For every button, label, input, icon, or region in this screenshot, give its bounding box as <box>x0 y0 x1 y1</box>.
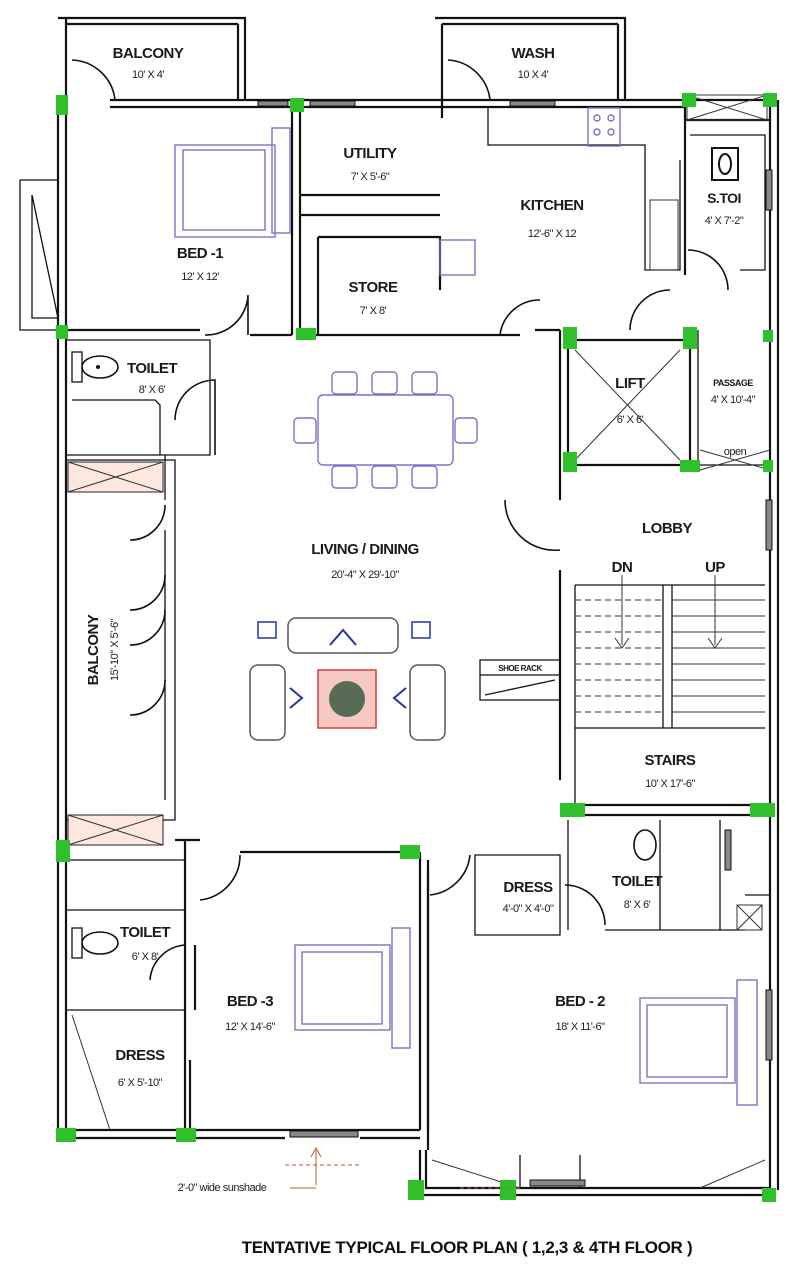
toilet-1-size: 8' X 6' <box>139 384 166 396</box>
passage-size: 4' X 10'-4" <box>711 394 756 406</box>
structural-columns <box>56 93 777 1202</box>
ventilation-shafts <box>67 94 768 846</box>
balcony-side-size: 15'-10" X 5'-6" <box>109 618 121 681</box>
lift-size: 6' X 6' <box>617 414 644 426</box>
doors <box>71 59 729 981</box>
wash-size: 10 X 4' <box>518 69 549 81</box>
utility-size: 7' X 5'-6" <box>351 171 390 183</box>
balcony-top-size: 10' X 4' <box>132 69 164 81</box>
lift-label: LIFT <box>615 375 645 392</box>
sunshade-note: 2'-0" wide sunshade <box>178 1182 267 1194</box>
bed-3-label: BED -3 <box>227 993 273 1010</box>
dress-3-size: 6' X 5'-10" <box>118 1077 163 1089</box>
bed-2-label: BED - 2 <box>555 993 605 1010</box>
dining-table <box>293 371 478 489</box>
bed-3-size: 12' X 14'-6" <box>225 1021 275 1033</box>
living-dining-size: 20'-4" X 29'-10" <box>331 569 399 581</box>
furniture <box>71 107 758 1106</box>
balcony-top-label: BALCONY <box>113 45 184 62</box>
bed-1-size: 12' X 12' <box>181 271 219 283</box>
living-dining-label: LIVING / DINING <box>311 541 419 558</box>
bed-1-furniture <box>174 127 291 238</box>
stairs-down-label: DN <box>612 559 633 576</box>
windows <box>257 100 773 1187</box>
stairs-size: 10' X 17'-6" <box>645 778 695 790</box>
passage-label: PASSAGE <box>713 378 753 388</box>
toilet-2-label: TOILET <box>612 873 662 890</box>
utility-label: UTILITY <box>343 145 397 162</box>
shoe-rack-label: SHOE RACK <box>498 664 542 673</box>
bed-2-size: 18' X 11'-6" <box>556 1021 606 1033</box>
plan-title: TENTATIVE TYPICAL FLOOR PLAN ( 1,2,3 & 4… <box>242 1238 693 1257</box>
toilet-2-size: 8' X 6' <box>624 899 651 911</box>
stairs-up-label: UP <box>705 559 725 576</box>
sunshade-indicator <box>285 1146 520 1189</box>
dress-2-size: 4'-0" X 4'-0" <box>503 903 554 915</box>
living-sofa-set <box>249 617 446 741</box>
servant-toilet-size: 4' X 7'-2" <box>705 215 744 227</box>
dress-3-label: DRESS <box>115 1047 165 1064</box>
lobby-label: LOBBY <box>642 520 692 537</box>
bed-2-furniture <box>639 979 758 1106</box>
dress-2-label: DRESS <box>503 879 553 896</box>
walls <box>19 16 780 1197</box>
store-size: 7' X 8' <box>360 305 387 317</box>
stairs-treads <box>574 575 765 808</box>
toilet-3-size: 6' X 8' <box>132 951 159 963</box>
passage-open-note: open <box>724 446 747 458</box>
toilet-3-label: TOILET <box>120 924 170 941</box>
room-labels: BALCONY 10' X 4' WASH 10 X 4' BED -1 12'… <box>85 45 756 1194</box>
wash-label: WASH <box>512 45 555 62</box>
bed-3-furniture <box>294 927 411 1049</box>
kitchen-size: 12'-6" X 12 <box>528 228 577 240</box>
servant-toilet-label: S.TOI <box>707 190 741 206</box>
kitchen-label: KITCHEN <box>520 197 583 214</box>
balcony-side-label: BALCONY <box>85 614 102 685</box>
store-label: STORE <box>349 279 398 296</box>
toilet-1-label: TOILET <box>127 360 177 377</box>
stairs-label: STAIRS <box>645 752 696 769</box>
bed-1-label: BED -1 <box>177 245 223 262</box>
